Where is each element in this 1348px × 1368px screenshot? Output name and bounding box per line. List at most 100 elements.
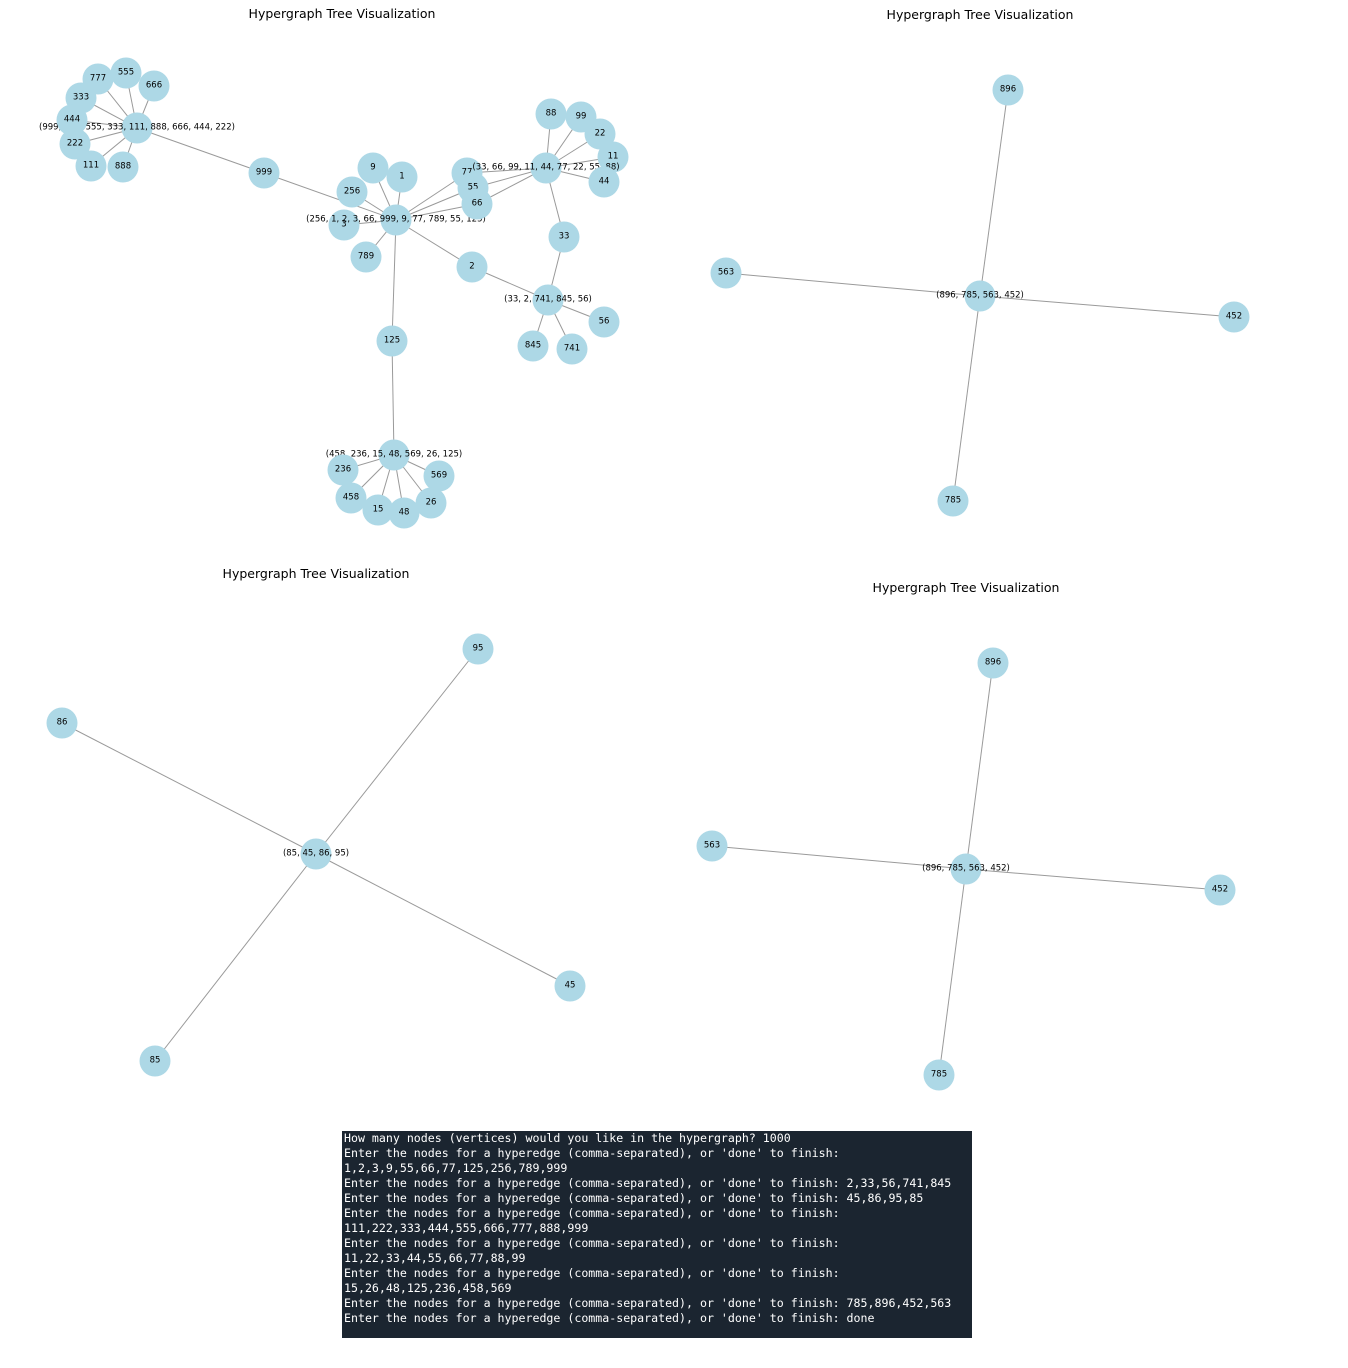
node-circle <box>535 98 567 130</box>
node-circle <box>327 454 359 486</box>
node-label: (896, 785, 563, 452) <box>936 291 1024 301</box>
node-circle <box>462 633 494 665</box>
node-label: 777 <box>90 74 106 84</box>
graph-node-11: 11 <box>597 141 629 173</box>
graph-edge <box>263 172 397 221</box>
node-label: 1 <box>399 172 404 182</box>
node-label: 15 <box>373 505 384 515</box>
terminal-line: Enter the nodes for a hyperedge (comma-s… <box>344 1146 840 1160</box>
node-circle <box>380 204 412 236</box>
node-circle <box>388 497 420 529</box>
node-label: 222 <box>67 139 83 149</box>
hyperedge-node: (33, 2, 741, 845, 56) <box>504 284 592 316</box>
graph-node-111: 111 <box>75 150 107 182</box>
node-circle <box>554 970 586 1002</box>
node-label: 22 <box>595 129 606 139</box>
graph-node-3: 3 <box>328 209 360 241</box>
graph-edge <box>315 853 571 987</box>
graph-edge <box>136 127 265 174</box>
node-circle <box>588 306 620 338</box>
graph-edge <box>979 89 1009 297</box>
graph-node-888: 888 <box>107 151 139 183</box>
graph-node-452: 452 <box>1204 874 1236 906</box>
terminal-line: Enter the nodes for a hyperedge (comma-s… <box>344 1236 840 1250</box>
graph-node-66: 66 <box>461 188 493 220</box>
node-label: (999, 777, 555, 333, 111, 888, 666, 444,… <box>39 123 235 133</box>
node-label: 785 <box>931 1070 947 1080</box>
graph-node-44: 44 <box>588 166 620 198</box>
node-circle <box>423 460 455 492</box>
panel-title-3: Hypergraph Tree Visualization <box>222 566 410 581</box>
node-circle <box>138 70 170 102</box>
graph-node-785: 785 <box>923 1059 955 1091</box>
node-circle <box>923 1059 955 1091</box>
node-circle <box>530 152 562 184</box>
graph-edge <box>391 219 397 342</box>
node-circle <box>532 284 564 316</box>
node-circle <box>964 280 996 312</box>
node-label: (896, 785, 563, 452) <box>922 864 1010 874</box>
node-circle <box>46 707 78 739</box>
node-circle <box>139 1045 171 1077</box>
graph-node-741: 741 <box>556 333 588 365</box>
node-circle <box>584 118 616 150</box>
hyperedge-node: (896, 785, 563, 452) <box>922 853 1010 885</box>
node-circle <box>696 830 728 862</box>
node-label: 256 <box>344 187 360 197</box>
node-circle <box>588 166 620 198</box>
terminal-line: 15,26,48,125,236,458,569 <box>344 1281 512 1295</box>
node-label: (33, 66, 99, 11, 44, 77, 22, 55, 88) <box>472 163 619 173</box>
panel-title-1: Hypergraph Tree Visualization <box>248 6 436 21</box>
node-label: 45 <box>565 981 576 991</box>
node-circle <box>517 330 549 362</box>
node-circle <box>386 161 418 193</box>
node-label: 785 <box>945 496 961 506</box>
node-label: (256, 1, 2, 3, 66, 999, 9, 77, 789, 55, … <box>306 215 486 225</box>
node-label: 888 <box>115 162 131 172</box>
node-label: 563 <box>718 268 734 278</box>
node-circle <box>556 333 588 365</box>
hyperedge-node: (896, 785, 563, 452) <box>936 280 1024 312</box>
graph-edge <box>725 272 981 297</box>
graph-edge <box>965 662 994 870</box>
node-circle <box>548 221 580 253</box>
graph-node-86: 86 <box>46 707 78 739</box>
graph-node-444: 444 <box>56 104 88 136</box>
node-label: 236 <box>335 465 351 475</box>
graph-node-125: 125 <box>376 325 408 357</box>
graph-node-999: 999 <box>248 157 280 189</box>
terminal-line: Enter the nodes for a hyperedge (comma-s… <box>344 1311 875 1325</box>
node-label: 11 <box>608 152 619 162</box>
node-label: 999 <box>256 168 272 178</box>
graph-node-33: 33 <box>548 221 580 253</box>
graph-node-85: 85 <box>139 1045 171 1077</box>
node-label: 789 <box>358 252 374 262</box>
graph-node-56: 56 <box>588 306 620 338</box>
terminal-line: Enter the nodes for a hyperedge (comma-s… <box>344 1266 840 1280</box>
node-label: 741 <box>564 344 580 354</box>
terminal-line: Enter the nodes for a hyperedge (comma-s… <box>344 1296 952 1310</box>
node-circle <box>335 482 367 514</box>
graph-node-88: 88 <box>535 98 567 130</box>
terminal-line: How many nodes (vertices) would you like… <box>344 1131 791 1145</box>
graph-panel-3: 95 86 (85, 45, 86, 95) 45 85 <box>46 633 586 1077</box>
hyperedge-node: (85, 45, 86, 95) <box>283 838 349 870</box>
graph-edge <box>938 868 967 1076</box>
node-circle <box>1204 874 1236 906</box>
node-label: 333 <box>73 93 89 103</box>
node-label: 666 <box>146 81 162 91</box>
node-label: (458, 236, 15, 48, 569, 26, 125) <box>326 450 462 460</box>
terminal-output: How many nodes (vertices) would you like… <box>342 1131 972 1338</box>
node-label: 95 <box>473 644 484 654</box>
graph-node-256: 256 <box>336 176 368 208</box>
node-label: 55 <box>468 183 479 193</box>
panel-title-2: Hypergraph Tree Visualization <box>886 7 1074 22</box>
node-label: 33 <box>559 232 570 242</box>
node-label: 563 <box>704 841 720 851</box>
graph-node-48: 48 <box>388 497 420 529</box>
graph-node-563: 563 <box>696 830 728 862</box>
graph-edge <box>391 340 395 456</box>
graph-panel-1: (999, 777, 555, 333, 111, 888, 666, 444,… <box>39 57 629 529</box>
node-circle <box>710 257 742 289</box>
